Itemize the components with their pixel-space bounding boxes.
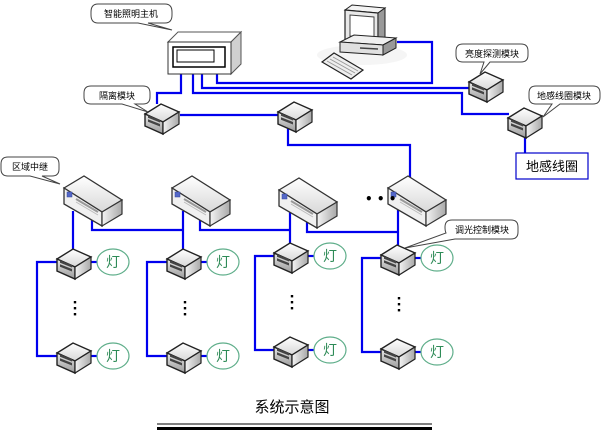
lamp-label: 灯 (323, 249, 337, 265)
zone-relay-4[interactable] (387, 175, 447, 227)
loop-box-label: 地感线圈 (526, 159, 578, 175)
wire-col2-loop (145, 260, 168, 358)
isolation-module-1[interactable] (144, 103, 180, 135)
wire-col4-loop (360, 256, 382, 354)
loop-box[interactable]: 地感线圈 (515, 152, 589, 180)
vertical-ellipsis-dot (290, 307, 294, 310)
dimming-module[interactable] (166, 342, 202, 374)
loop-module[interactable] (507, 107, 543, 139)
lamp-label: 灯 (106, 255, 120, 271)
wire-col3-loop (253, 254, 275, 352)
zone-relay-callout: 区域中继 (0, 156, 61, 185)
wire-host-brightness (200, 69, 470, 90)
lamp-label: 灯 (216, 255, 230, 271)
lamp-circle (313, 242, 347, 270)
dimming-module-callout: 调光控制模块 (404, 219, 519, 249)
lamp-label: 灯 (430, 251, 444, 267)
diagram-title: 系统示意图 (254, 398, 329, 416)
lamp-circle (206, 342, 240, 370)
dimming-module[interactable] (166, 248, 202, 280)
vertical-ellipsis-dot (183, 313, 187, 316)
lamp-label: 灯 (430, 345, 444, 361)
column-3: 灯灯 (273, 242, 347, 368)
dimming-module[interactable] (273, 242, 309, 274)
main-host-callout: 智能照明主机 (90, 3, 173, 31)
vertical-ellipsis-dot (73, 307, 77, 310)
main-host-label: 智能照明主机 (104, 8, 158, 20)
vertical-ellipsis-dot (397, 297, 401, 300)
loop-module-label: 地感线圈模块 (537, 90, 591, 102)
lamp[interactable]: 灯 (313, 242, 347, 270)
dimming-module-label: 调光控制模块 (455, 224, 509, 236)
main-host[interactable] (166, 30, 243, 76)
wire-host-loopmodule (191, 69, 509, 116)
lamp-label: 灯 (323, 343, 337, 359)
lamp-label: 灯 (106, 349, 120, 365)
lamp-circle (420, 338, 454, 366)
vertical-ellipsis-dot (183, 301, 187, 304)
vertical-ellipsis-dot (73, 301, 77, 304)
lamp[interactable]: 灯 (96, 342, 130, 370)
vertical-ellipsis-dot (397, 309, 401, 312)
isolation-module-callout: 隔离模块 (83, 85, 151, 113)
lamp-circle (96, 342, 130, 370)
lamp-circle (206, 248, 240, 276)
loop-module-callout: 地感线圈模块 (528, 85, 601, 118)
lamp[interactable]: 灯 (420, 244, 454, 272)
brightness-module-callout: 亮度探测模块 (455, 43, 529, 75)
wire-host-computer (215, 40, 434, 85)
brightness-module[interactable] (468, 71, 504, 103)
dimming-module[interactable] (380, 338, 416, 370)
lamp[interactable]: 灯 (206, 342, 240, 370)
lamp-label: 灯 (216, 349, 230, 365)
lamp-circle (420, 244, 454, 272)
isolation-module-2[interactable] (277, 101, 313, 133)
zone-relay-label: 区域中继 (12, 161, 48, 173)
wire-isolation-relay (286, 125, 412, 178)
lamp[interactable]: 灯 (96, 248, 130, 276)
relay-ellipsis: • • • (365, 192, 396, 206)
dimming-module[interactable] (56, 248, 92, 280)
column-1: 灯灯 (56, 248, 130, 374)
column-4: 灯灯 (380, 244, 454, 370)
wires (35, 40, 527, 358)
wire-host-isolation (155, 68, 183, 104)
lamp-circle (313, 336, 347, 364)
vertical-ellipsis-dot (73, 313, 77, 316)
vertical-ellipsis-dot (290, 301, 294, 304)
lamp[interactable]: 灯 (313, 336, 347, 364)
wire-col1-loop (35, 260, 58, 358)
lamp[interactable]: 灯 (206, 248, 240, 276)
vertical-ellipsis-dot (290, 295, 294, 298)
isolation-module-label: 隔离模块 (99, 90, 135, 102)
zone-relay-2[interactable] (171, 175, 231, 227)
dimming-module[interactable] (380, 244, 416, 276)
vertical-ellipsis-dot (397, 303, 401, 306)
computer[interactable] (317, 4, 407, 80)
zone-relay-3[interactable] (278, 177, 338, 229)
lamp-circle (96, 248, 130, 276)
vertical-ellipsis-dot (183, 307, 187, 310)
brightness-module-label: 亮度探测模块 (465, 48, 519, 60)
dimming-module[interactable] (56, 342, 92, 374)
column-2: 灯灯 (166, 248, 240, 374)
dimming-module[interactable] (273, 336, 309, 368)
lamp[interactable]: 灯 (420, 338, 454, 366)
